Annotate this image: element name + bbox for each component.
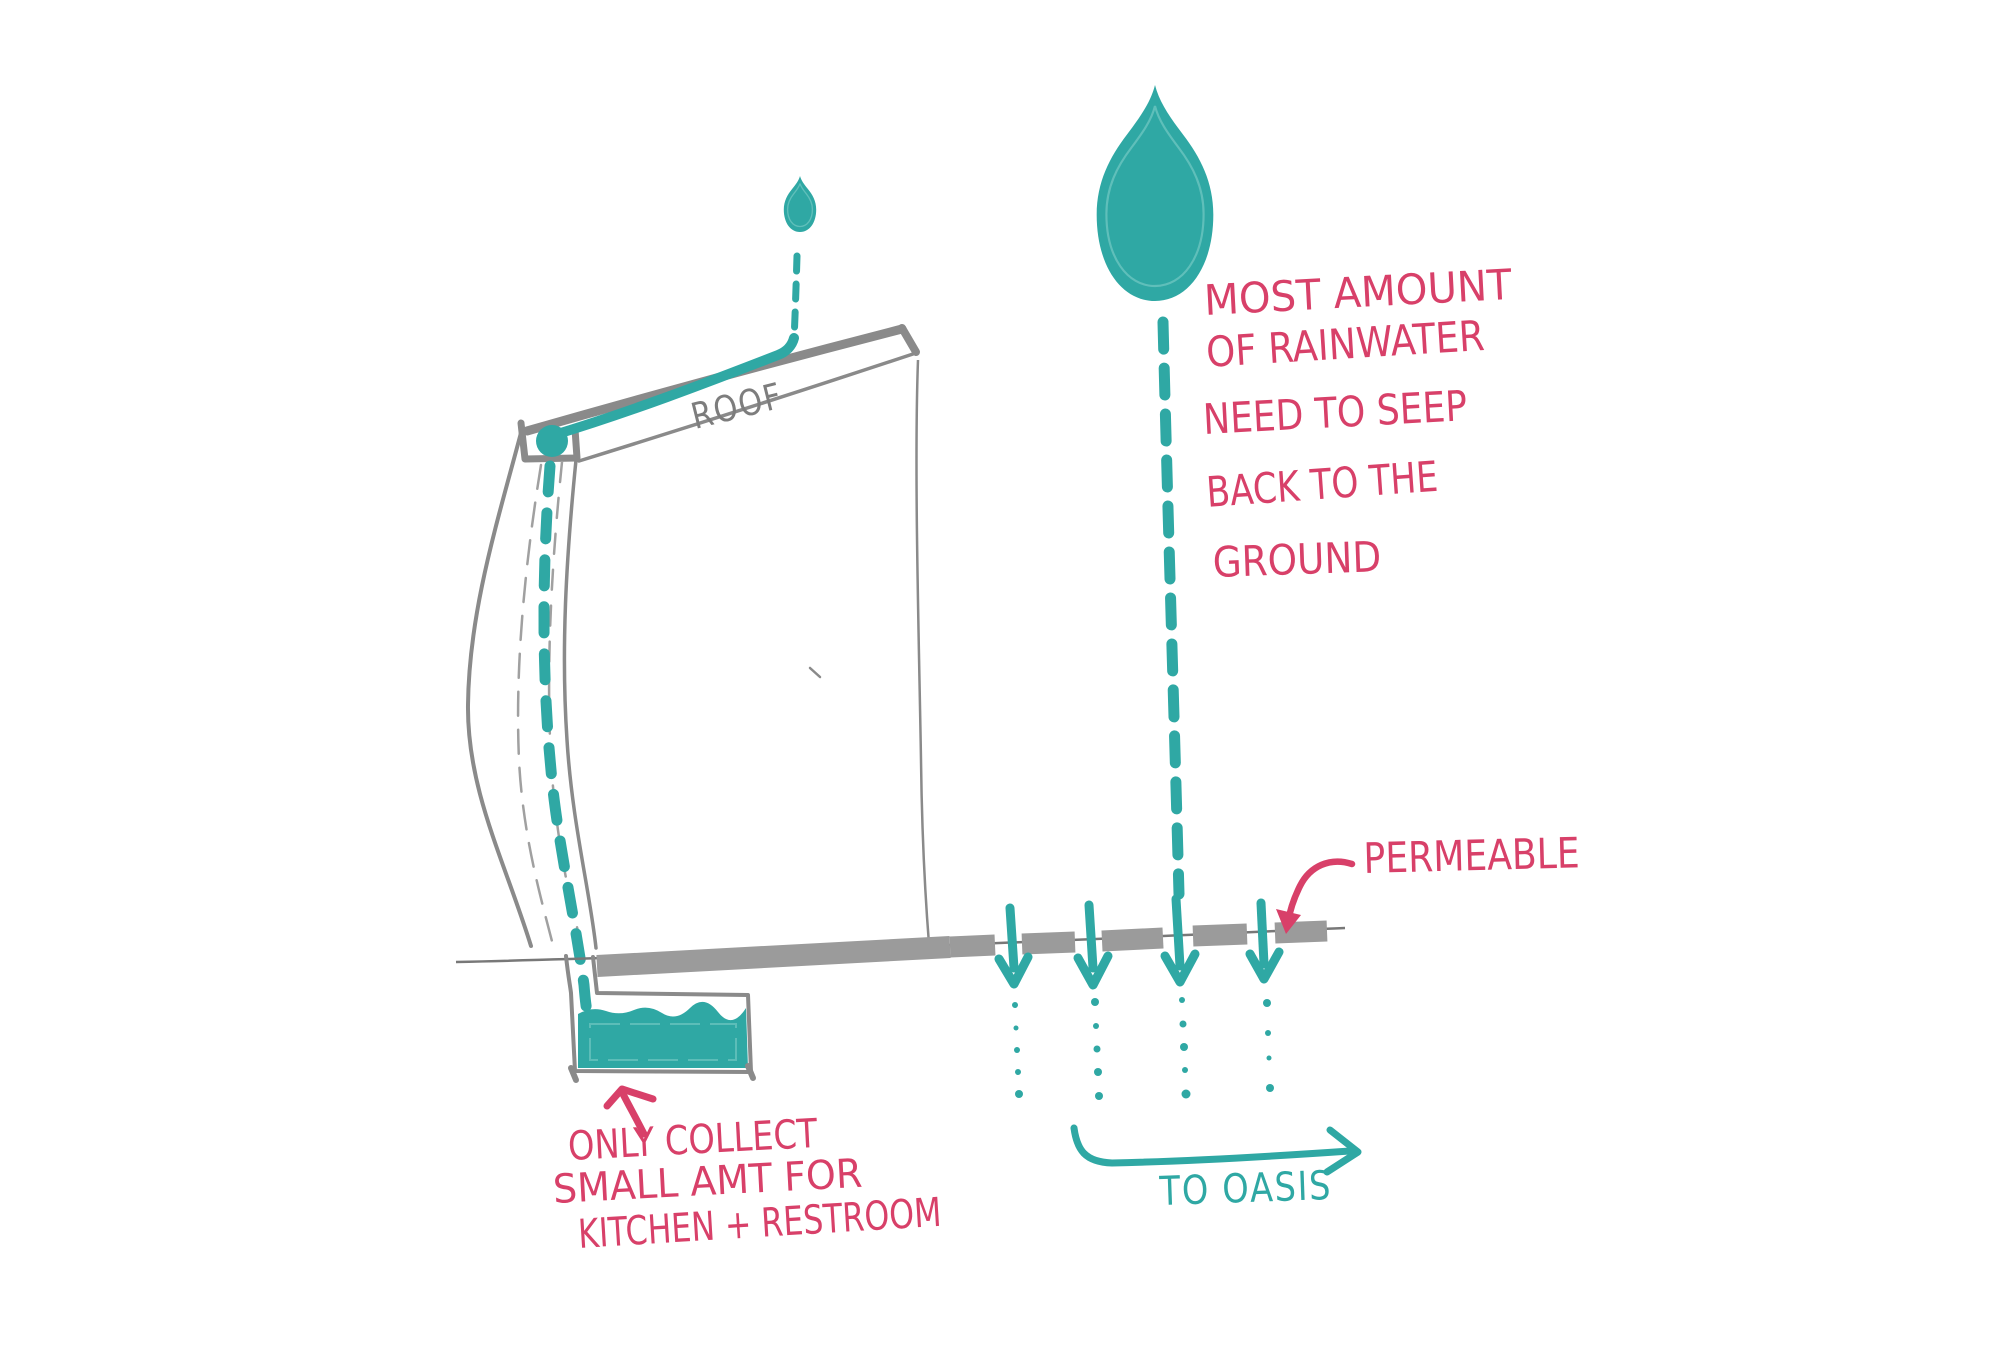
tank-outline: [564, 954, 753, 1074]
to-oasis-label: TO OASIS: [1158, 1162, 1333, 1215]
big-rain-dash-line: [1157, 316, 1185, 900]
tank-foot-right: [745, 1063, 756, 1081]
big-raindrop-icon: [1096, 84, 1214, 301]
small-rain-dash-line: [790, 252, 801, 344]
left-wall: [465, 427, 598, 1018]
small-raindrop-icon: [783, 176, 817, 232]
tank-water-inner-line: [589, 1023, 737, 1061]
permeable-callout-arrow: [1276, 858, 1356, 934]
wall-drip-dashes: [538, 460, 593, 1018]
tank-foot-left: [568, 1065, 579, 1083]
right-wall-line: [915, 359, 931, 945]
gutter-water-pool: [536, 425, 568, 457]
roof-right-cap: [898, 324, 920, 356]
rainwater-note-line-5: GROUND: [1211, 532, 1382, 587]
tank-water-fill: [578, 1001, 748, 1068]
seep-dot-trails: [1012, 997, 1274, 1100]
roof-bottom-edge: [577, 351, 918, 463]
seep-arrows: [994, 894, 1284, 990]
seep-arrow-2: [1073, 900, 1113, 990]
ground-solid-bar: [596, 936, 951, 977]
seep-arrow-4: [1245, 898, 1284, 984]
to-oasis-arrow: [1070, 1124, 1362, 1176]
ground: [455, 920, 1346, 977]
tank-callout-arrow: [603, 1085, 657, 1138]
seep-arrow-3: [1160, 894, 1200, 987]
pencil-tick: [808, 666, 822, 679]
collection-tank: [564, 954, 756, 1083]
seep-arrow-1: [994, 903, 1033, 989]
ground-permeable-segments: [949, 920, 1328, 958]
wall-inner-line: [562, 458, 598, 950]
wall-dashed-line-left: [516, 463, 557, 955]
wall-outer-line: [465, 427, 533, 948]
gutter-cup: [517, 419, 581, 463]
roof-water-stream: [549, 333, 799, 440]
permeable-label: PERMEABLE: [1362, 828, 1581, 883]
